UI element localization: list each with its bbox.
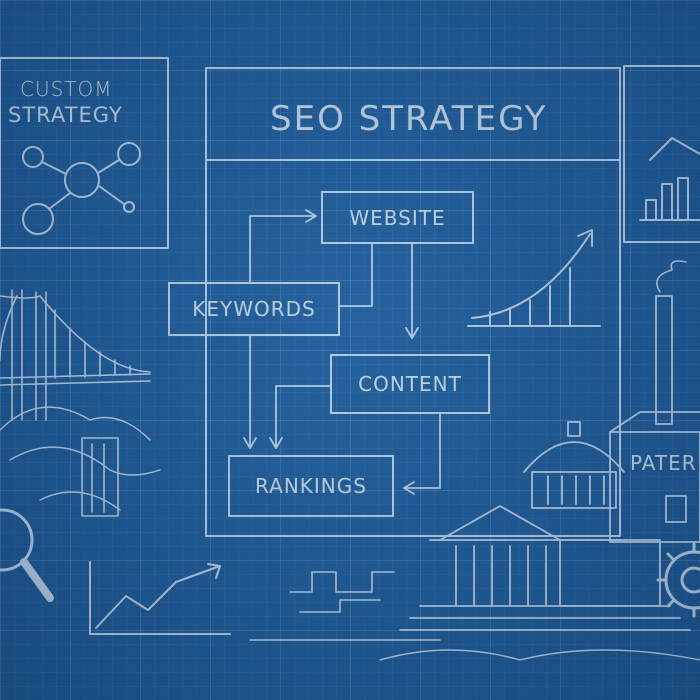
right-panel [623,65,700,243]
content-label: CONTENT [358,372,462,396]
seo-strategy-title: SEO STRATEGY [270,99,548,139]
custom-strategy-title-line1: CUSTOM [20,77,113,101]
content-node: CONTENT [330,354,490,414]
seo-strategy-panel [205,67,621,537]
keywords-node: KEYWORDS [168,282,340,336]
capitol-building-illustration [379,421,700,661]
gear-icon [656,542,700,618]
custom-strategy-panel [0,57,169,249]
growth-chart-icon [467,229,601,327]
magnifier-icon [0,508,54,602]
custom-strategy-title-line2: STRATEGY [8,103,123,127]
steps-sketch [249,571,441,641]
pater-label: PATER [630,451,697,475]
website-node: WEBSITE [321,191,474,244]
keywords-label: KEYWORDS [192,297,316,321]
bottom-growth-icon [89,561,231,635]
flow-connectors [243,209,441,495]
factory-illustration [609,260,700,543]
rankings-node: RANKINGS [228,455,394,517]
network-icon [22,142,141,235]
website-label: WEBSITE [349,205,446,230]
bridge-illustration [0,289,161,517]
bar-chart-icon [639,137,700,221]
rankings-label: RANKINGS [255,474,367,498]
